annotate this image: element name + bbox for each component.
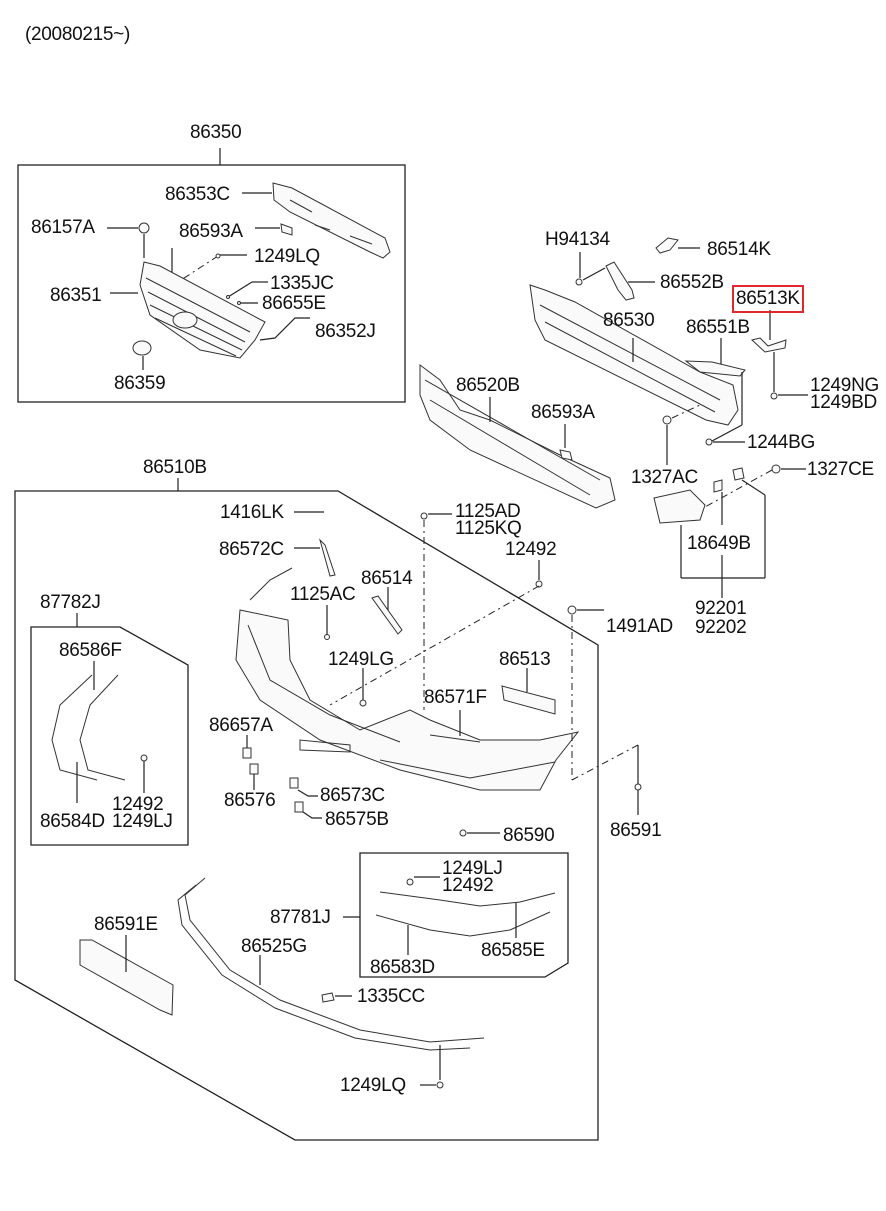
part-label-86591E[interactable]: 86591E bbox=[94, 914, 158, 935]
part-label-86530[interactable]: 86530 bbox=[603, 310, 655, 331]
part-86552B-bracket bbox=[605, 261, 655, 301]
date-code: (20080215~) bbox=[25, 24, 130, 45]
part-86520B-absorber bbox=[419, 364, 616, 509]
part-86359-emblem bbox=[132, 340, 152, 370]
part-label-86576[interactable]: 86576 bbox=[224, 790, 276, 811]
part-label-86514K[interactable]: 86514K bbox=[707, 239, 771, 260]
part-1335JC-86655E bbox=[226, 281, 268, 305]
part-label-86585E[interactable]: 86585E bbox=[481, 940, 545, 961]
part-label-86590[interactable]: 86590 bbox=[503, 825, 555, 846]
part-86514K-bracket bbox=[655, 237, 700, 254]
part-label-1249LG[interactable]: 1249LG bbox=[328, 649, 394, 670]
part-label-1125AC[interactable]: 1125AC bbox=[290, 584, 356, 605]
part-label-1416LK[interactable]: 1416LK bbox=[220, 502, 284, 523]
part-label-86572C[interactable]: 86572C bbox=[219, 539, 284, 560]
part-label-86513K-highlighted[interactable]: 86513K bbox=[732, 285, 804, 313]
part-label-86351[interactable]: 86351 bbox=[50, 285, 102, 306]
part-label-1249LJ-side[interactable]: 1249LJ bbox=[112, 811, 173, 832]
part-1244BG-bolt bbox=[705, 438, 745, 446]
part-86593A-grille-clip bbox=[255, 223, 293, 236]
part-label-1335CC[interactable]: 1335CC bbox=[357, 986, 425, 1007]
front-bumper-assembly-box bbox=[14, 478, 599, 1141]
part-label-86551B[interactable]: 86551B bbox=[686, 317, 750, 338]
part-label-1249LJ-lower[interactable]: 1249LJ bbox=[442, 858, 503, 879]
part-label-86571F[interactable]: 86571F bbox=[424, 687, 487, 708]
group-label-fog-lamp-1[interactable]: 92201 bbox=[695, 598, 747, 619]
group-label-fog-lamp-2[interactable]: 92202 bbox=[695, 617, 747, 638]
bumper-leaders bbox=[242, 511, 642, 837]
part-86351-grille bbox=[110, 261, 310, 359]
part-label-1249LQ-grille[interactable]: 1249LQ bbox=[254, 246, 320, 267]
part-label-1244BG[interactable]: 1244BG bbox=[747, 432, 815, 453]
part-86551B-bracket bbox=[684, 338, 746, 442]
bumper-cover bbox=[235, 567, 580, 791]
group-label-lower-molding-assy[interactable]: 87781J bbox=[270, 907, 331, 928]
part-H94134-bolt bbox=[575, 252, 606, 286]
part-label-18649B[interactable]: 18649B bbox=[687, 533, 751, 554]
part-label-86514[interactable]: 86514 bbox=[361, 568, 413, 589]
part-label-1125AD[interactable]: 1125AD bbox=[455, 501, 521, 522]
group-label-front-bumper-assy[interactable]: 86510B bbox=[143, 457, 207, 478]
part-86530-reinforcement bbox=[529, 284, 739, 426]
part-label-86352J[interactable]: 86352J bbox=[315, 321, 376, 342]
part-label-1249NG[interactable]: 1249NG bbox=[810, 375, 879, 396]
side-molding-box bbox=[30, 613, 189, 846]
part-label-1327AC[interactable]: 1327AC bbox=[631, 467, 698, 488]
part-label-86584D[interactable]: 86584D bbox=[40, 811, 105, 832]
part-86593A-clip bbox=[559, 424, 573, 461]
part-label-86520B[interactable]: 86520B bbox=[456, 375, 520, 396]
group-label-grille-assy[interactable]: 86350 bbox=[190, 122, 242, 143]
part-label-86586F[interactable]: 86586F bbox=[59, 640, 122, 661]
part-label-86513[interactable]: 86513 bbox=[499, 649, 551, 670]
lower-molding-box bbox=[343, 852, 569, 978]
part-1249LQ-screw bbox=[171, 248, 247, 283]
part-label-86552B[interactable]: 86552B bbox=[660, 272, 724, 293]
grille-assembly-box bbox=[17, 148, 406, 403]
part-label-86525G[interactable]: 86525G bbox=[241, 936, 307, 957]
part-1327AC-nut bbox=[662, 404, 701, 465]
part-label-86593A-grille[interactable]: 86593A bbox=[179, 221, 243, 242]
part-86157A-clip bbox=[107, 222, 150, 258]
part-label-86593A-beam[interactable]: 86593A bbox=[531, 402, 595, 423]
part-label-86591[interactable]: 86591 bbox=[610, 820, 662, 841]
part-label-86157A[interactable]: 86157A bbox=[31, 217, 95, 238]
part-86591E-bracket bbox=[79, 935, 174, 1016]
part-label-H94134[interactable]: H94134 bbox=[545, 229, 610, 250]
part-label-1491AD[interactable]: 1491AD bbox=[606, 616, 673, 637]
part-label-12492-top[interactable]: 12492 bbox=[505, 539, 557, 560]
part-label-86583D[interactable]: 86583D bbox=[370, 957, 435, 978]
part-label-1125KQ[interactable]: 1125KQ bbox=[455, 518, 522, 539]
group-label-side-molding-assy[interactable]: 87782J bbox=[40, 592, 101, 613]
part-18649B-bulb bbox=[653, 467, 766, 598]
part-label-12492-lower[interactable]: 12492 bbox=[442, 875, 494, 896]
part-86353C-upper-cover bbox=[242, 182, 391, 259]
part-label-1335JC[interactable]: 1335JC bbox=[270, 273, 334, 294]
part-86525G-lip bbox=[177, 877, 485, 1089]
part-label-12492-side[interactable]: 12492 bbox=[112, 794, 164, 815]
part-label-1249LQ-lower[interactable]: 1249LQ bbox=[340, 1075, 406, 1096]
part-label-1249BD[interactable]: 1249BD bbox=[810, 392, 877, 413]
part-label-86575B[interactable]: 86575B bbox=[325, 809, 389, 830]
part-label-86657A[interactable]: 86657A bbox=[209, 715, 273, 736]
part-label-86573C[interactable]: 86573C bbox=[320, 785, 385, 806]
part-86513K-bracket bbox=[750, 310, 808, 400]
part-label-86359[interactable]: 86359 bbox=[114, 373, 166, 394]
part-label-1327CE[interactable]: 1327CE bbox=[807, 459, 874, 480]
part-label-86655E[interactable]: 86655E bbox=[262, 293, 326, 314]
part-label-86353C[interactable]: 86353C bbox=[165, 184, 230, 205]
part-1327CE-nut bbox=[704, 464, 806, 508]
